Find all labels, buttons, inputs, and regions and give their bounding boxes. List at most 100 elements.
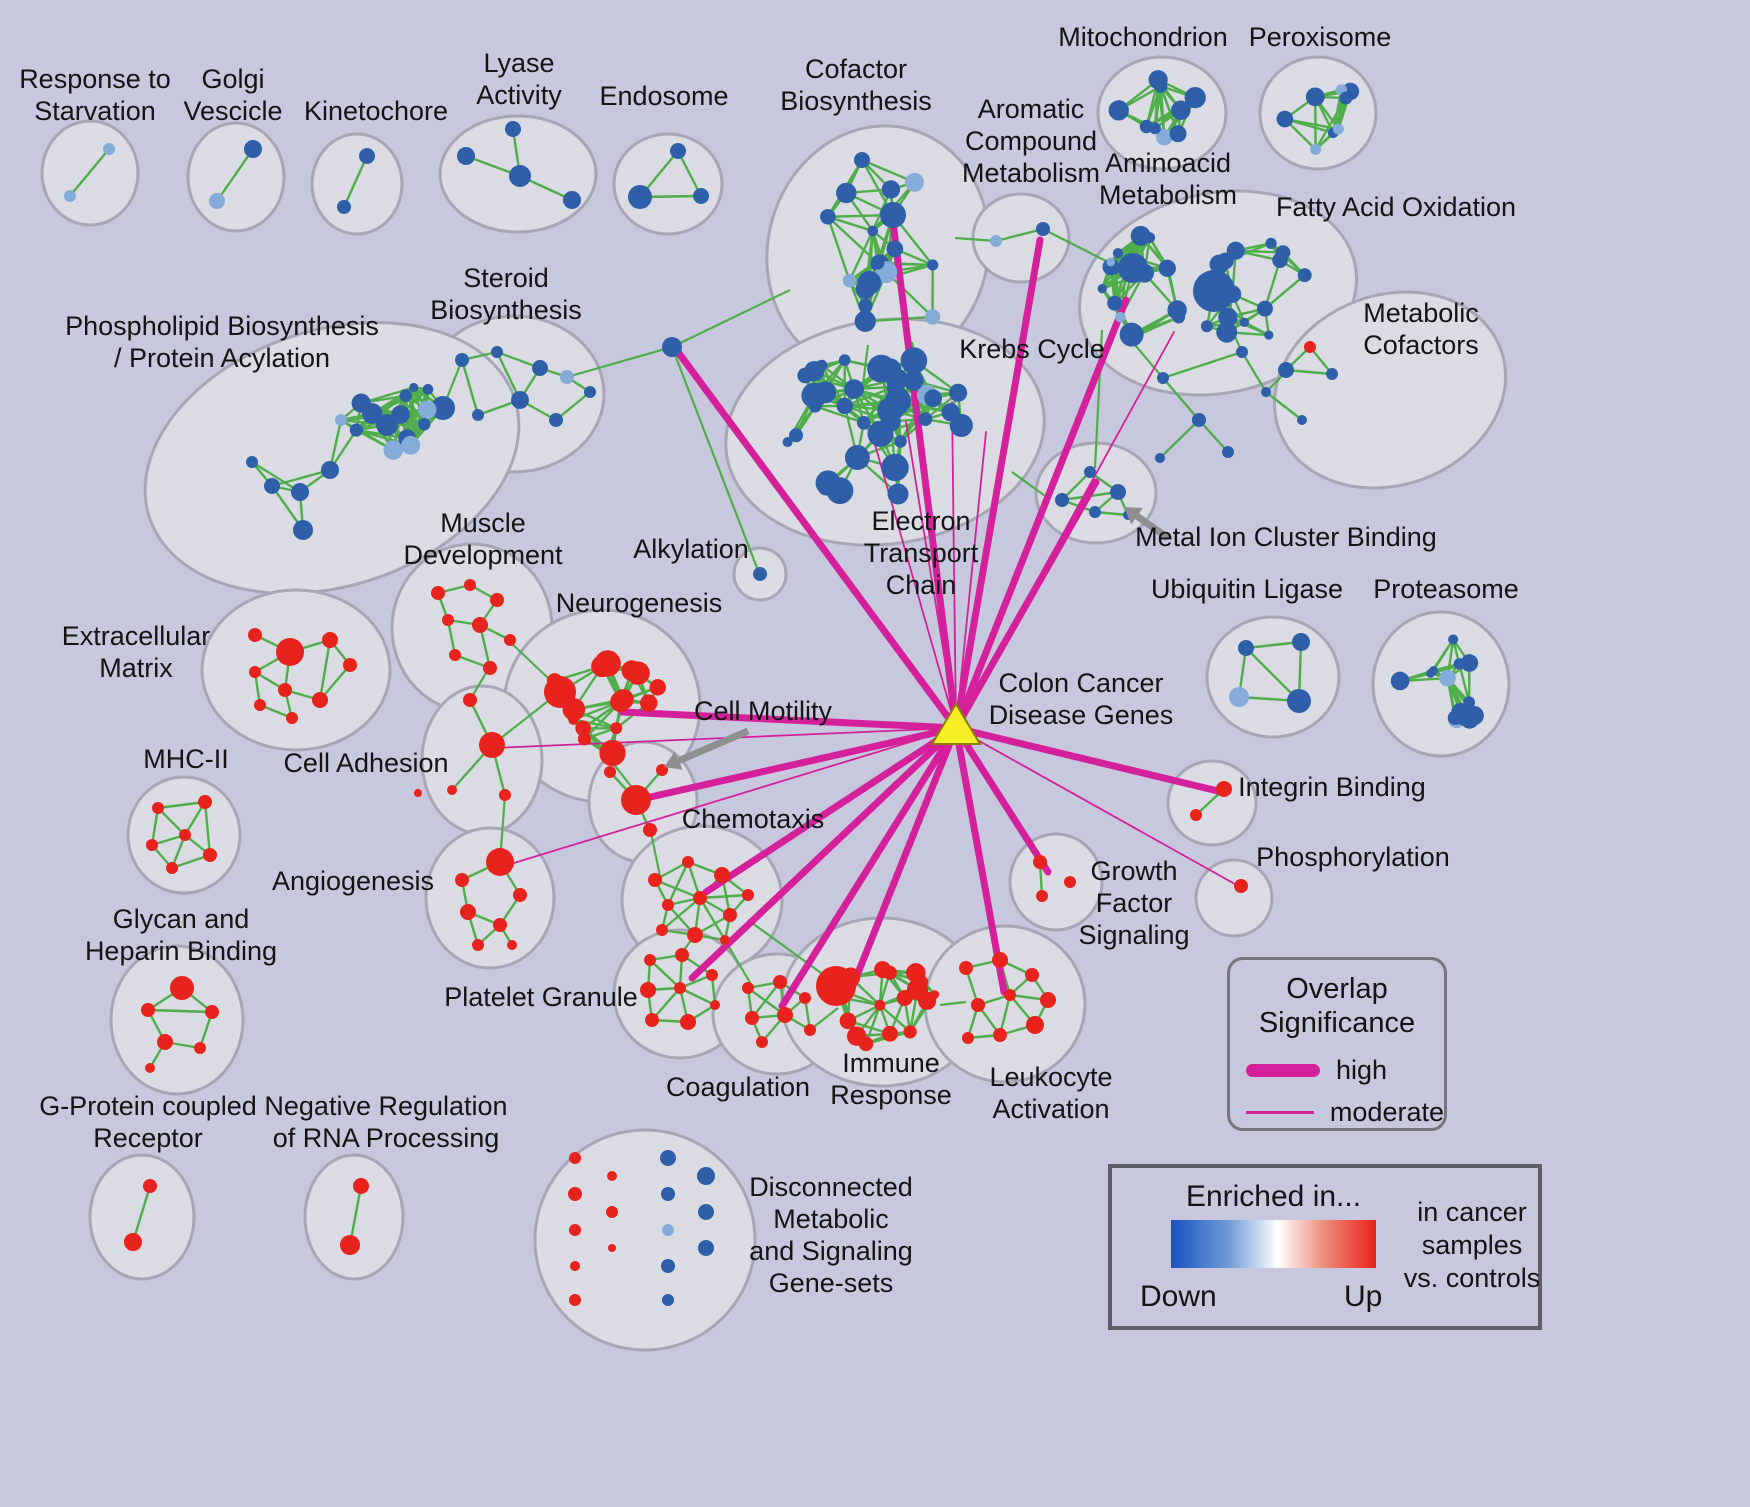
gene-set-edge [342, 155, 369, 208]
enrichment-legend-title: Enriched in... [1185, 1180, 1362, 1213]
gene-set-node [145, 1063, 155, 1073]
gene-set-node [661, 1259, 675, 1273]
gene-set-node [971, 998, 985, 1012]
gene-set-node [1297, 415, 1307, 425]
significance-edge-moderate [905, 421, 957, 729]
gene-set-node [930, 990, 940, 1000]
gene-set-node [1084, 466, 1096, 478]
gene-set-node [209, 193, 225, 209]
gene-set-node [337, 200, 351, 214]
gene-set-node [1089, 506, 1101, 518]
gene-set-edge [827, 215, 879, 264]
pointer-arrow-head [664, 751, 683, 770]
gene-set-edge [150, 807, 160, 846]
gene-set-node [949, 383, 968, 402]
gene-set-node [1025, 968, 1039, 982]
significance-edge-high [688, 724, 960, 982]
gene-set-node [613, 689, 634, 710]
gene-set-node [1229, 687, 1249, 707]
enrichment-side-note: in cancer samples vs. controls [1402, 1196, 1542, 1295]
gene-set-node [962, 1032, 974, 1044]
gene-set-edge [699, 893, 749, 900]
gene-set-node [874, 999, 886, 1011]
gene-set-node [1297, 268, 1312, 283]
gene-set-node [870, 255, 885, 270]
gene-set-node [291, 483, 309, 501]
inter-cluster-edge [1011, 471, 1049, 499]
gene-set-node [959, 961, 973, 975]
gene-set-node [383, 440, 404, 460]
inter-cluster-edge [939, 1000, 967, 1007]
significance-edge-high [848, 724, 960, 992]
significance-edge-moderate [951, 401, 957, 729]
gene-set-node [353, 1178, 369, 1194]
gene-set-node [1222, 446, 1234, 458]
gene-set-edge [861, 158, 916, 184]
gene-set-node [640, 694, 658, 712]
gene-set-node [170, 976, 194, 1000]
gene-set-node [1171, 100, 1191, 120]
gene-set-node [656, 924, 668, 936]
inter-cluster-edge [1093, 329, 1104, 469]
gene-set-node [1112, 248, 1124, 259]
gene-set-node [1033, 855, 1047, 869]
gene-set-node [644, 954, 656, 966]
cluster-ellipse-metabolic_cofactors [1272, 290, 1508, 490]
high-significance-line-sample [1246, 1063, 1320, 1077]
gene-set-node [900, 347, 928, 374]
cluster-label-metal_ion: Metal Ion Cluster Binding [1135, 522, 1437, 552]
gene-set-node [1144, 232, 1156, 244]
cluster-label-proteasome: Proteasome [1373, 574, 1519, 604]
inter-cluster-edge [670, 346, 761, 574]
gene-set-node [472, 939, 484, 951]
gene-set-node [179, 829, 191, 841]
gene-set-node [867, 225, 879, 237]
gene-set-node [789, 428, 804, 443]
gene-set-node [414, 789, 422, 797]
gene-set-edge [698, 897, 727, 941]
cluster-label-chemotaxis: Chemotaxis [682, 804, 825, 834]
gene-set-node [1305, 87, 1325, 107]
overlap-legend-title-line1: Overlap [1286, 973, 1388, 1005]
gene-set-node [607, 1171, 617, 1181]
gene-set-edge [131, 1185, 152, 1243]
gene-set-node [146, 839, 158, 851]
gene-set-edge [251, 460, 301, 494]
gene-set-edge [865, 315, 933, 323]
gene-set-node [491, 346, 503, 358]
gene-set-edge [1245, 640, 1302, 650]
gene-set-node [1257, 300, 1273, 317]
cluster-label-neurogenesis: Neurogenesis [556, 588, 723, 618]
cluster-ellipse-golgi_vescicle [186, 121, 286, 233]
gene-set-node [1216, 781, 1232, 797]
gene-set-edge [318, 639, 332, 701]
gene-set-node [1193, 270, 1235, 312]
gene-set-node [599, 739, 626, 767]
gene-set-node [399, 389, 413, 402]
cluster-ellipse-extracellular_matrix [200, 588, 392, 752]
gene-set-node [479, 732, 505, 758]
cluster-ellipse-growth_factor [1008, 832, 1104, 932]
gene-set-node [720, 935, 730, 945]
gene-set-node [490, 593, 504, 607]
gene-set-node [842, 273, 857, 288]
gene-set-node [472, 617, 488, 633]
inter-cluster-edge [611, 761, 635, 791]
gene-set-node [777, 1007, 793, 1023]
gene-set-node [610, 722, 623, 735]
gene-set-edge [995, 227, 1044, 243]
gene-set-node [577, 732, 592, 746]
gene-set-node [882, 1025, 898, 1042]
gene-set-edge [216, 148, 254, 202]
up-label: Up [1344, 1280, 1383, 1313]
gene-set-node [141, 1003, 155, 1017]
gene-set-node [693, 188, 709, 204]
gene-set-node [64, 190, 76, 202]
gene-set-node [782, 437, 793, 448]
